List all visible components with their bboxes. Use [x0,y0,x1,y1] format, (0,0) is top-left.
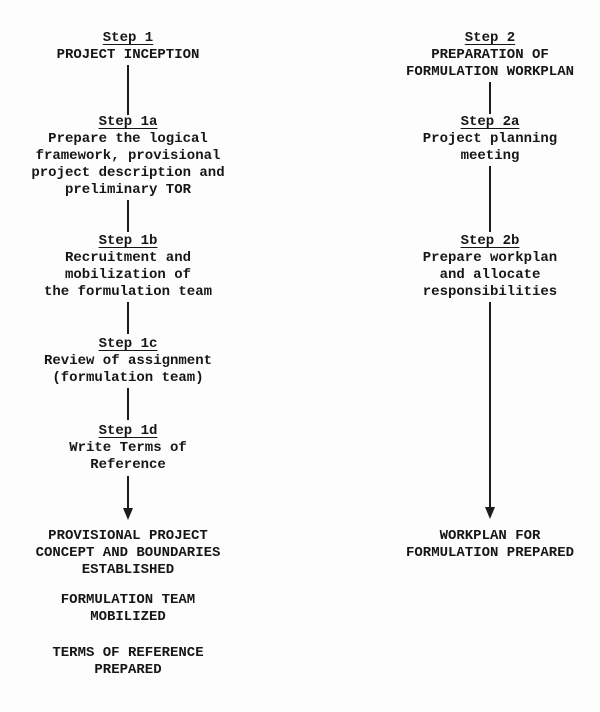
step-1c-text: Review of assignment [43,353,213,369]
step-2b-text: Prepare workplan [422,250,558,266]
outcome-text: WORKPLAN FOR [439,528,541,544]
outcome-text: CONCEPT AND BOUNDARIES [35,545,221,561]
step-1c-text: (formulation team) [52,370,204,386]
node-step-1a: Step 1a Prepare the logical framework, p… [8,114,248,199]
node-step-1: Step 1 PROJECT INCEPTION [8,30,248,64]
connector-line [127,200,129,232]
step-1a-text: Prepare the logical [48,131,208,147]
outcome-text: PROVISIONAL PROJECT [48,528,208,544]
outcome-provisional-concept: PROVISIONAL PROJECT CONCEPT AND BOUNDARI… [8,528,248,579]
arrow-shaft [489,302,491,508]
node-step-2a: Step 2a Project planning meeting [370,114,600,165]
step-1b-text: mobilization of [64,267,192,283]
step-1a-text: framework, provisional [35,148,221,164]
outcome-text: TERMS OF REFERENCE [52,645,204,661]
connector-line [489,166,491,232]
step-2a-title: Step 2a [460,114,520,130]
step-1b-text: the formulation team [43,284,213,300]
step-1a-text: preliminary TOR [64,182,192,198]
step-1a-title: Step 1a [98,114,158,130]
step-2-title: Step 2 [464,30,516,46]
outcome-tor-prepared: TERMS OF REFERENCE PREPARED [8,645,248,679]
step-1d-title: Step 1d [98,423,158,439]
outcome-text: FORMULATION PREPARED [405,545,575,561]
outcome-team-mobilized: FORMULATION TEAM MOBILIZED [8,592,248,626]
node-step-1d: Step 1d Write Terms of Reference [8,423,248,474]
node-step-2b: Step 2b Prepare workplan and allocate re… [370,233,600,301]
step-2b-text: and allocate [439,267,541,283]
connector-line [127,302,129,334]
step-1-title: Step 1 [102,30,154,46]
step-1c-title: Step 1c [98,336,158,352]
step-2-text: FORMULATION WORKPLAN [405,64,575,80]
outcome-text: ESTABLISHED [81,562,175,578]
outcome-workplan-prepared: WORKPLAN FOR FORMULATION PREPARED [370,528,600,562]
outcome-text: PREPARED [94,662,162,678]
node-step-1c: Step 1c Review of assignment (formulatio… [8,336,248,387]
connector-line [127,388,129,420]
connector-line [489,82,491,114]
node-step-2: Step 2 PREPARATION OF FORMULATION WORKPL… [370,30,600,81]
outcome-text: FORMULATION TEAM [60,592,196,608]
arrow-shaft [127,476,129,509]
step-1a-text: project description and [31,165,225,181]
outcome-text: MOBILIZED [90,609,166,625]
step-1d-text: Reference [90,457,166,473]
step-2b-title: Step 2b [460,233,520,249]
connector-line [127,65,129,115]
arrow-down-icon [123,508,133,520]
step-1-text: PROJECT INCEPTION [56,47,200,63]
step-2b-text: responsibilities [422,284,558,300]
arrow-down-icon [485,507,495,519]
step-2a-text: Project planning [422,131,558,147]
step-1b-title: Step 1b [98,233,158,249]
step-1b-text: Recruitment and [64,250,192,266]
step-2a-text: meeting [460,148,520,164]
step-2-text: PREPARATION OF [431,47,549,63]
node-step-1b: Step 1b Recruitment and mobilization of … [8,233,248,301]
step-1d-text: Write Terms of [69,440,187,456]
